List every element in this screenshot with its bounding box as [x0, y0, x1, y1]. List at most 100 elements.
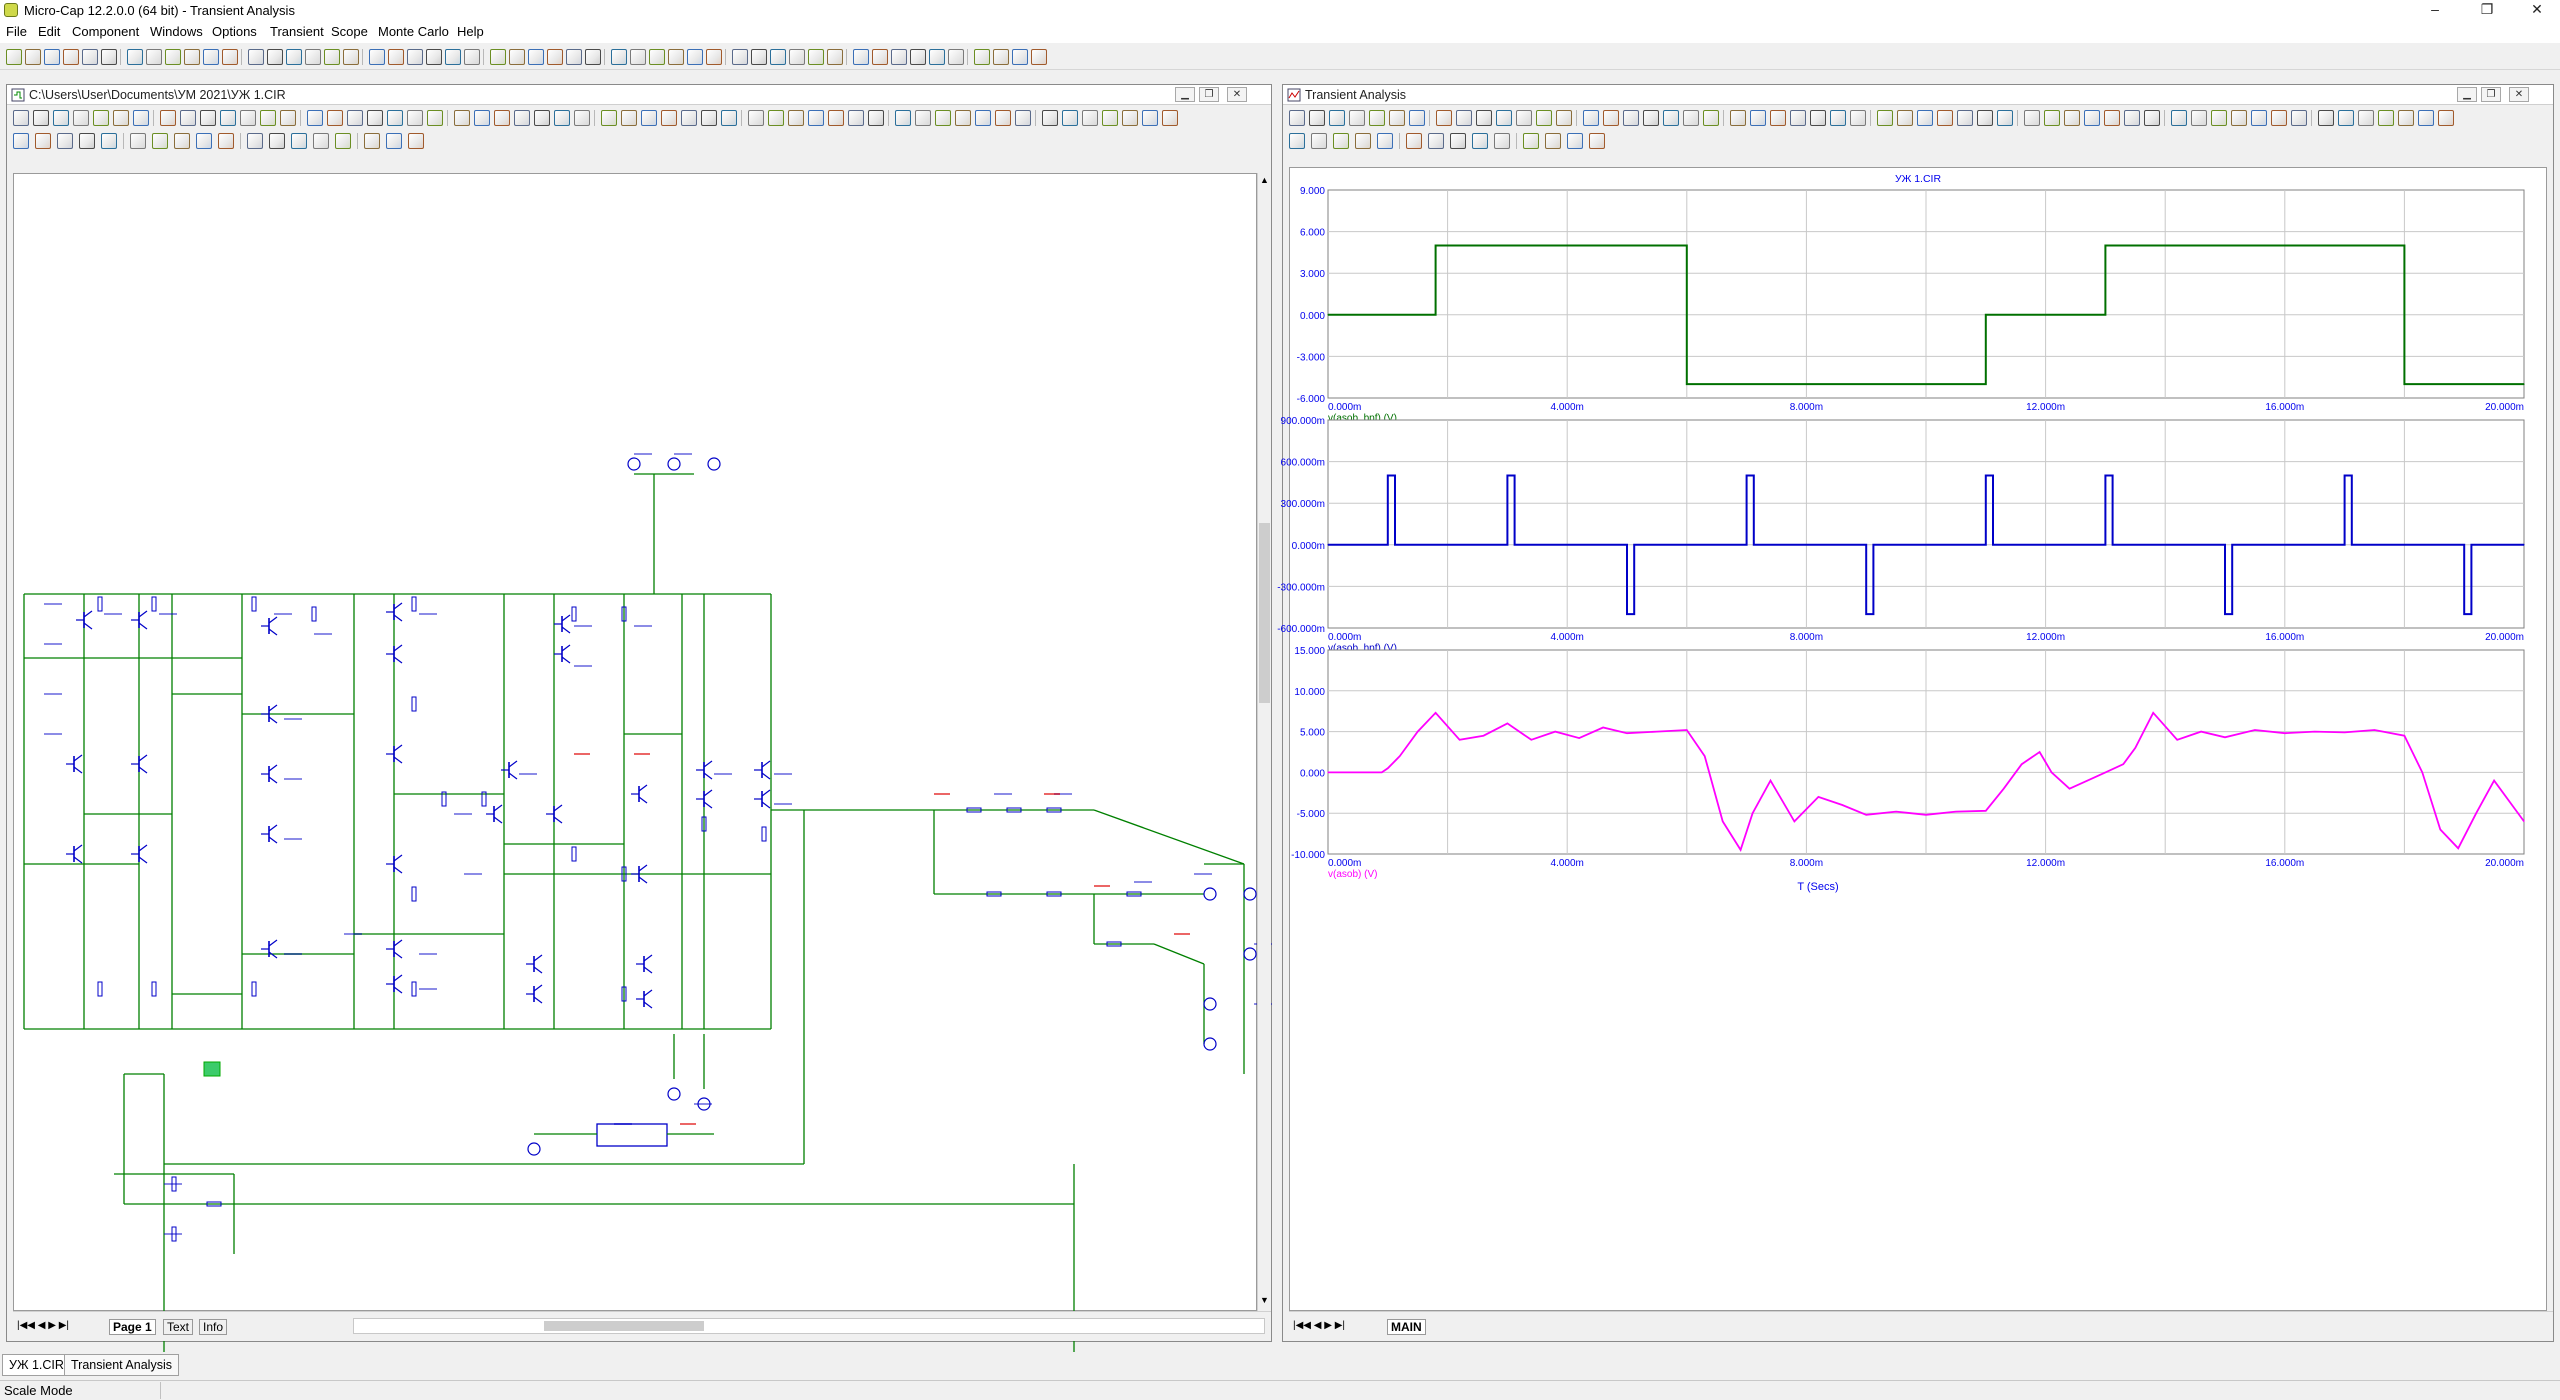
toolbar-button-icon[interactable]: [494, 110, 510, 126]
scroll-down-arrow-icon[interactable]: ▼: [1260, 1295, 1269, 1305]
toolbar-button-icon[interactable]: [1997, 110, 2013, 126]
menu-help[interactable]: Help: [457, 24, 484, 39]
toolbar-button-icon[interactable]: [1042, 110, 1058, 126]
toolbar-button-icon[interactable]: [196, 133, 212, 149]
maximize-button[interactable]: ❐: [2480, 1, 2494, 17]
toolbar-button-icon[interactable]: [1567, 133, 1583, 149]
toolbar-button-icon[interactable]: [1496, 110, 1512, 126]
toolbar-button-icon[interactable]: [335, 133, 351, 149]
toolbar-button-icon[interactable]: [367, 110, 383, 126]
toolbar-button-icon[interactable]: [641, 110, 657, 126]
toolbar-button-icon[interactable]: [528, 49, 544, 65]
toolbar-button-icon[interactable]: [1516, 110, 1532, 126]
toolbar-button-icon[interactable]: [101, 133, 117, 149]
toolbar-button-icon[interactable]: [1333, 133, 1349, 149]
toolbar-button-icon[interactable]: [180, 110, 196, 126]
toolbar-button-icon[interactable]: [661, 110, 677, 126]
toolbar-button-icon[interactable]: [1643, 110, 1659, 126]
toolbar-button-icon[interactable]: [267, 49, 283, 65]
toolbar-button-icon[interactable]: [621, 110, 637, 126]
toolbar-button-icon[interactable]: [2084, 110, 2100, 126]
toolbar-button-icon[interactable]: [995, 110, 1011, 126]
menu-file[interactable]: File: [6, 24, 27, 39]
toolbar-button-icon[interactable]: [407, 110, 423, 126]
toolbar-button-icon[interactable]: [113, 110, 129, 126]
toolbar-button-icon[interactable]: [286, 49, 302, 65]
toolbar-button-icon[interactable]: [748, 110, 764, 126]
toolbar-button-icon[interactable]: [534, 110, 550, 126]
toolbar-button-icon[interactable]: [789, 49, 805, 65]
toolbar-button-icon[interactable]: [464, 49, 480, 65]
toolbar-button-icon[interactable]: [1603, 110, 1619, 126]
schematic-vscroll-thumb[interactable]: [1259, 523, 1270, 703]
toolbar-button-icon[interactable]: [554, 110, 570, 126]
toolbar-button-icon[interactable]: [1329, 110, 1345, 126]
doctab-circuit[interactable]: УЖ 1.CIR: [2, 1354, 71, 1376]
toolbar-button-icon[interactable]: [2124, 110, 2140, 126]
toolbar-button-icon[interactable]: [1377, 133, 1393, 149]
toolbar-button-icon[interactable]: [1589, 133, 1605, 149]
toolbar-button-icon[interactable]: [706, 49, 722, 65]
toolbar-button-icon[interactable]: [1663, 110, 1679, 126]
menu-component[interactable]: Component: [72, 24, 140, 39]
toolbar-button-icon[interactable]: [1355, 133, 1371, 149]
toolbar-button-icon[interactable]: [1917, 110, 1933, 126]
toolbar-button-icon[interactable]: [1957, 110, 1973, 126]
menu-options[interactable]: Options: [212, 24, 257, 39]
toolbar-button-icon[interactable]: [1428, 133, 1444, 149]
toolbar-button-icon[interactable]: [369, 49, 385, 65]
schematic-restore-button[interactable]: ❐: [1199, 87, 1219, 102]
toolbar-button-icon[interactable]: [101, 49, 117, 65]
toolbar-button-icon[interactable]: [1476, 110, 1492, 126]
toolbar-button-icon[interactable]: [768, 110, 784, 126]
toolbar-button-icon[interactable]: [649, 49, 665, 65]
toolbar-button-icon[interactable]: [808, 110, 824, 126]
toolbar-button-icon[interactable]: [1309, 110, 1325, 126]
toolbar-button-icon[interactable]: [57, 133, 73, 149]
toolbar-button-icon[interactable]: [1409, 110, 1425, 126]
toolbar-button-icon[interactable]: [514, 110, 530, 126]
toolbar-button-icon[interactable]: [701, 110, 717, 126]
toolbar-button-icon[interactable]: [324, 49, 340, 65]
toolbar-button-icon[interactable]: [2291, 110, 2307, 126]
toolbar-button-icon[interactable]: [1289, 133, 1305, 149]
toolbar-button-icon[interactable]: [828, 110, 844, 126]
toolbar-button-icon[interactable]: [585, 49, 601, 65]
menu-edit[interactable]: Edit: [38, 24, 61, 39]
tab-info[interactable]: Info: [199, 1319, 228, 1335]
toolbar-button-icon[interactable]: [808, 49, 824, 65]
toolbar-button-icon[interactable]: [6, 49, 22, 65]
toolbar-button-icon[interactable]: [160, 110, 176, 126]
toolbar-button-icon[interactable]: [1623, 110, 1639, 126]
toolbar-button-icon[interactable]: [127, 49, 143, 65]
toolbar-button-icon[interactable]: [291, 133, 307, 149]
toolbar-button-icon[interactable]: [1850, 110, 1866, 126]
toolbar-button-icon[interactable]: [240, 110, 256, 126]
toolbar-button-icon[interactable]: [1122, 110, 1138, 126]
toolbar-button-icon[interactable]: [1012, 49, 1028, 65]
toolbar-button-icon[interactable]: [35, 133, 51, 149]
toolbar-button-icon[interactable]: [868, 110, 884, 126]
toolbar-button-icon[interactable]: [33, 110, 49, 126]
toolbar-button-icon[interactable]: [1289, 110, 1305, 126]
toolbar-button-icon[interactable]: [1583, 110, 1599, 126]
toolbar-button-icon[interactable]: [788, 110, 804, 126]
toolbar-button-icon[interactable]: [509, 49, 525, 65]
toolbar-button-icon[interactable]: [2064, 110, 2080, 126]
toolbar-button-icon[interactable]: [82, 49, 98, 65]
toolbar-button-icon[interactable]: [1472, 133, 1488, 149]
toolbar-button-icon[interactable]: [73, 110, 89, 126]
minimize-button[interactable]: –: [2431, 1, 2439, 17]
toolbar-button-icon[interactable]: [1830, 110, 1846, 126]
toolbar-button-icon[interactable]: [408, 133, 424, 149]
toolbar-button-icon[interactable]: [1703, 110, 1719, 126]
toolbar-button-icon[interactable]: [872, 49, 888, 65]
toolbar-button-icon[interactable]: [1790, 110, 1806, 126]
toolbar-button-icon[interactable]: [681, 110, 697, 126]
menu-windows[interactable]: Windows: [150, 24, 203, 39]
toolbar-button-icon[interactable]: [611, 49, 627, 65]
toolbar-button-icon[interactable]: [387, 110, 403, 126]
toolbar-button-icon[interactable]: [2251, 110, 2267, 126]
toolbar-button-icon[interactable]: [305, 49, 321, 65]
toolbar-button-icon[interactable]: [222, 49, 238, 65]
